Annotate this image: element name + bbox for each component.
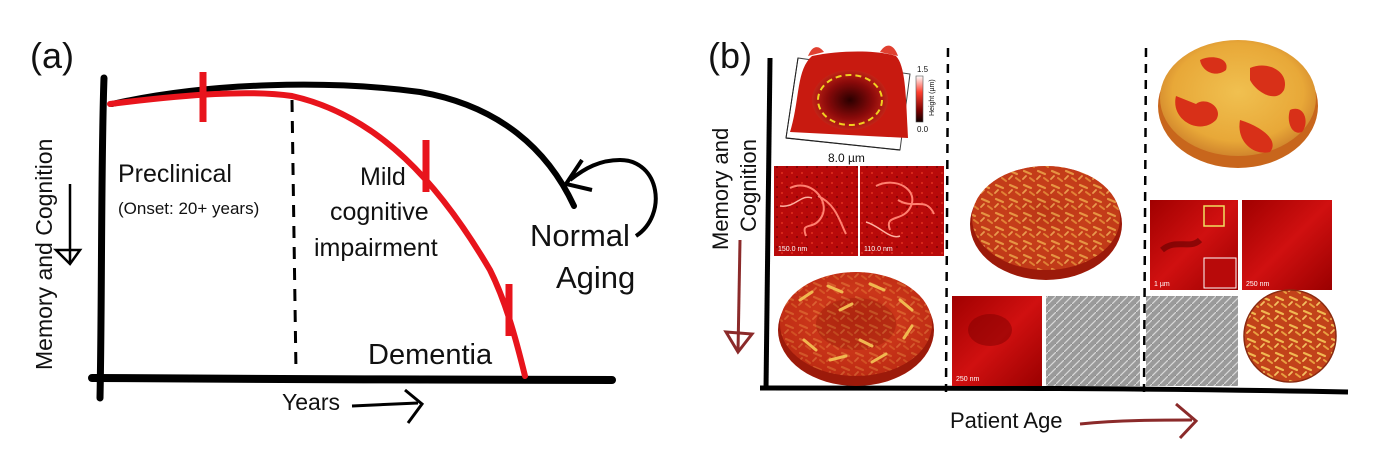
scale-110nm: 110.0 nm bbox=[864, 246, 893, 253]
stage-mci-line3: impairment bbox=[314, 234, 438, 262]
panel-b: (b) Memory and Cognition Patient Age bbox=[708, 35, 1349, 440]
x-axis-label: Years bbox=[282, 389, 340, 415]
normal-aging-line1: Normal bbox=[530, 218, 630, 253]
x-axis bbox=[759, 385, 1349, 395]
afm-tile-250nm-b: 250 nm bbox=[1242, 200, 1332, 290]
panel-a: (a) Memory and Cognition Years Preclinic… bbox=[30, 35, 658, 424]
y-axis bbox=[763, 57, 773, 391]
curved-arrow-icon bbox=[562, 157, 658, 238]
afm-tile-1um: 1 µm bbox=[1150, 200, 1238, 290]
stage-mci-line2: cognitive bbox=[330, 198, 429, 226]
rbc-fibrils-large bbox=[778, 272, 934, 386]
stage-onset: (Onset: 20+ years) bbox=[118, 199, 259, 218]
normal-aging-line2: Aging bbox=[556, 260, 635, 295]
right-arrow-icon bbox=[1079, 402, 1199, 440]
down-arrow-icon bbox=[52, 184, 83, 266]
onset-dashed-line bbox=[290, 99, 298, 373]
stage-dementia: Dementia bbox=[368, 339, 493, 371]
x-axis-label: Patient Age bbox=[950, 408, 1063, 433]
panel-b-label: (b) bbox=[708, 35, 752, 76]
x-axis bbox=[88, 374, 616, 384]
afm-scale-label: 8.0 µm bbox=[828, 151, 865, 165]
right-arrow-icon bbox=[351, 388, 425, 424]
afm-colorbar-max: 1.5 bbox=[917, 65, 929, 74]
afm-tile-110nm: 110.0 nm bbox=[860, 166, 944, 256]
scale-1um: 1 µm bbox=[1154, 281, 1170, 288]
afm-colorbar-title: Height (µm) bbox=[929, 79, 936, 116]
afm-tile-250nm-a: 250 nm bbox=[952, 296, 1042, 386]
stage-preclinical: Preclinical bbox=[118, 160, 232, 188]
y-axis bbox=[96, 74, 108, 402]
panel-a-label: (a) bbox=[30, 35, 74, 76]
disease-progression-curve bbox=[107, 90, 528, 379]
y-axis-line1: Memory and bbox=[708, 128, 733, 250]
scale-250nm-b: 250 nm bbox=[1246, 281, 1270, 288]
rbc-fibrils-middle bbox=[970, 166, 1122, 280]
y-axis-label: Memory and Cognition bbox=[31, 139, 57, 370]
y-axis-line2: Cognition bbox=[736, 139, 761, 232]
stage-mci-line1: Mild bbox=[360, 163, 406, 191]
rbc-aggregated bbox=[1158, 40, 1318, 168]
afm-phase-tile-2 bbox=[1146, 296, 1238, 386]
down-arrow-icon bbox=[723, 239, 755, 355]
scale-150nm: 150.0 nm bbox=[778, 246, 807, 253]
afm-colorbar-min: 0.0 bbox=[917, 125, 929, 134]
afm-colorbar bbox=[915, 75, 924, 123]
scale-250nm-a: 250 nm bbox=[956, 376, 980, 383]
fibril-disc bbox=[1243, 289, 1337, 383]
divider-1 bbox=[944, 47, 950, 393]
afm-tile-150nm: 150.0 nm bbox=[774, 166, 858, 256]
afm-phase-tile-1 bbox=[1046, 296, 1140, 386]
afm-height-map: 1.5 0.0 Height (µm) 8.0 µm bbox=[785, 45, 936, 165]
divider-2 bbox=[1142, 47, 1148, 393]
